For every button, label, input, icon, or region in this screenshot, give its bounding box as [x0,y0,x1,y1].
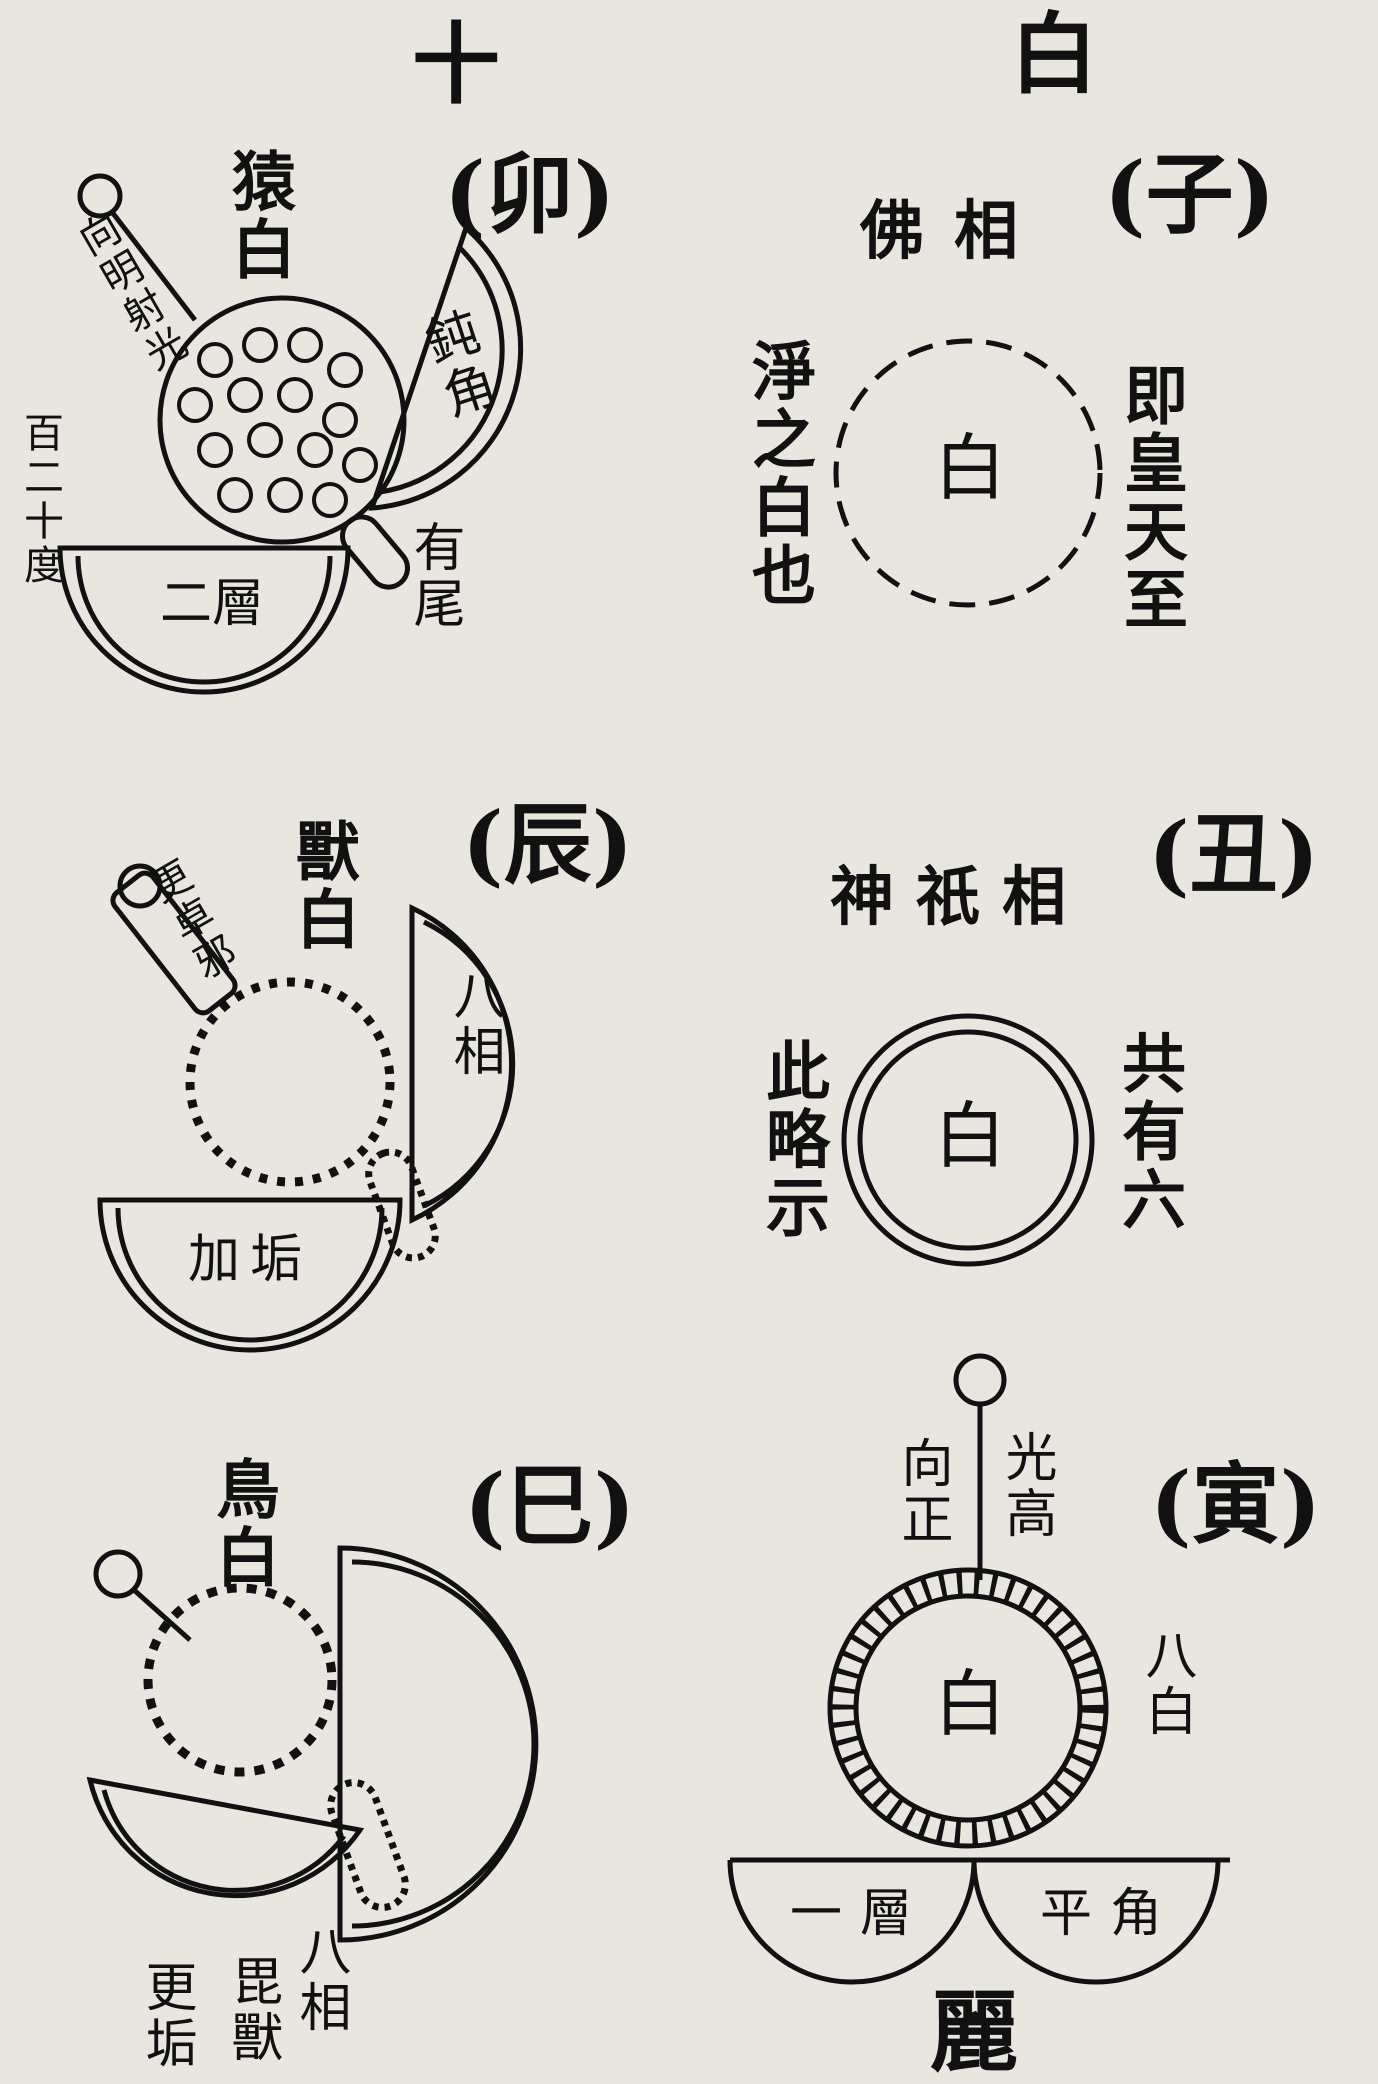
mao-obtuse-angle [368,223,524,511]
yin-ring-hatch [832,1572,1104,1844]
yin-inner-circle [853,1593,1083,1823]
si-label-beast: 毘獸 [222,1954,282,2066]
si-figure [86,1545,539,1943]
mao-obtuse-arc-inner [379,244,505,495]
si-fan-right-inner [351,1559,537,1929]
yin-left-bowl [727,1859,977,1985]
top-right-char: 白 [1010,2,1099,106]
mao-figure [57,173,524,695]
mao-label-tail: 有尾 [404,520,464,632]
chou-title: (丑) [1148,802,1320,906]
mao-label-two-layer: 二層 [160,574,265,634]
chou-left-column: 此略示 [755,1038,830,1242]
mao-two-layer [57,545,351,695]
zi-center: 白 [934,426,1007,510]
si-fan-left-inner [101,1789,346,1893]
chen-stick [110,870,238,1016]
chou-outer-circle [841,1013,1095,1267]
yin-label-bottom: 麗 [930,1980,1019,2084]
chou-inner-circle [857,1029,1079,1251]
yin-title: (寅) [1150,1452,1322,1556]
zi-right-column: 即皇天至 [1113,362,1188,634]
zi-left-column: 淨之白也 [741,338,816,610]
chen-add-dirt [97,1197,403,1353]
chou-right-column: 共有六 [1111,1030,1186,1234]
yin-small-circle [953,1353,1007,1407]
si-label-eight: 八相 [290,1924,350,2036]
yin-label-light: 光高 [996,1430,1056,1542]
chen-label-dirt: 加垢 [188,1230,313,1290]
mao-title: (卯) [444,142,616,246]
yin-label-direction: 向正 [892,1436,952,1548]
yin-center: 白 [934,1662,1007,1746]
yin-figure [727,1353,1230,1985]
si-fan-left [86,1776,365,1899]
si-stick [132,1588,192,1642]
si-small-circle [93,1549,143,1599]
si-label-bird: 鳥白 [205,1456,280,1592]
yin-right-bowl [971,1859,1221,1985]
chen-title: (辰) [462,792,634,896]
chen-add-dirt-inner [115,1207,385,1343]
mao-small-circle [77,173,123,219]
chou-center: 白 [934,1094,1007,1178]
mao-two-layer-inner [75,555,333,685]
yin-label-flat-angle: 平角 [1040,1884,1181,1944]
chen-label-beast: 獸白 [285,818,360,954]
si-fan-right [337,1545,539,1943]
zi-title: (子) [1104,142,1276,246]
chen-figure [97,863,516,1353]
chen-tail [365,1148,439,1262]
chen-label-eight: 八相 [444,968,504,1080]
chou-subtitle: 神祇相 [830,860,1088,935]
si-title: (巳) [464,1454,636,1558]
yin-outer-circle [827,1567,1109,1849]
si-label-dirt: 更垢 [136,1960,196,2072]
zi-subtitle: 佛相 [860,194,1048,269]
chen-body-circle [185,977,395,1187]
chen-eight-phase-inner [422,919,516,1209]
mao-label-degree: 百二十度 [17,412,63,588]
si-tail [327,1779,409,1911]
mao-label-ape: 猿白 [221,148,296,284]
mao-stick [110,210,197,322]
zi-dashed-circle [833,338,1103,608]
si-body-circle [143,1583,337,1777]
mao-dots [177,327,378,518]
yin-label-one-layer: 一層 [790,1884,931,1944]
top-left-char: 十 [412,12,501,116]
yin-label-eight-white: 八白 [1136,1628,1196,1740]
mao-tail [340,514,410,590]
